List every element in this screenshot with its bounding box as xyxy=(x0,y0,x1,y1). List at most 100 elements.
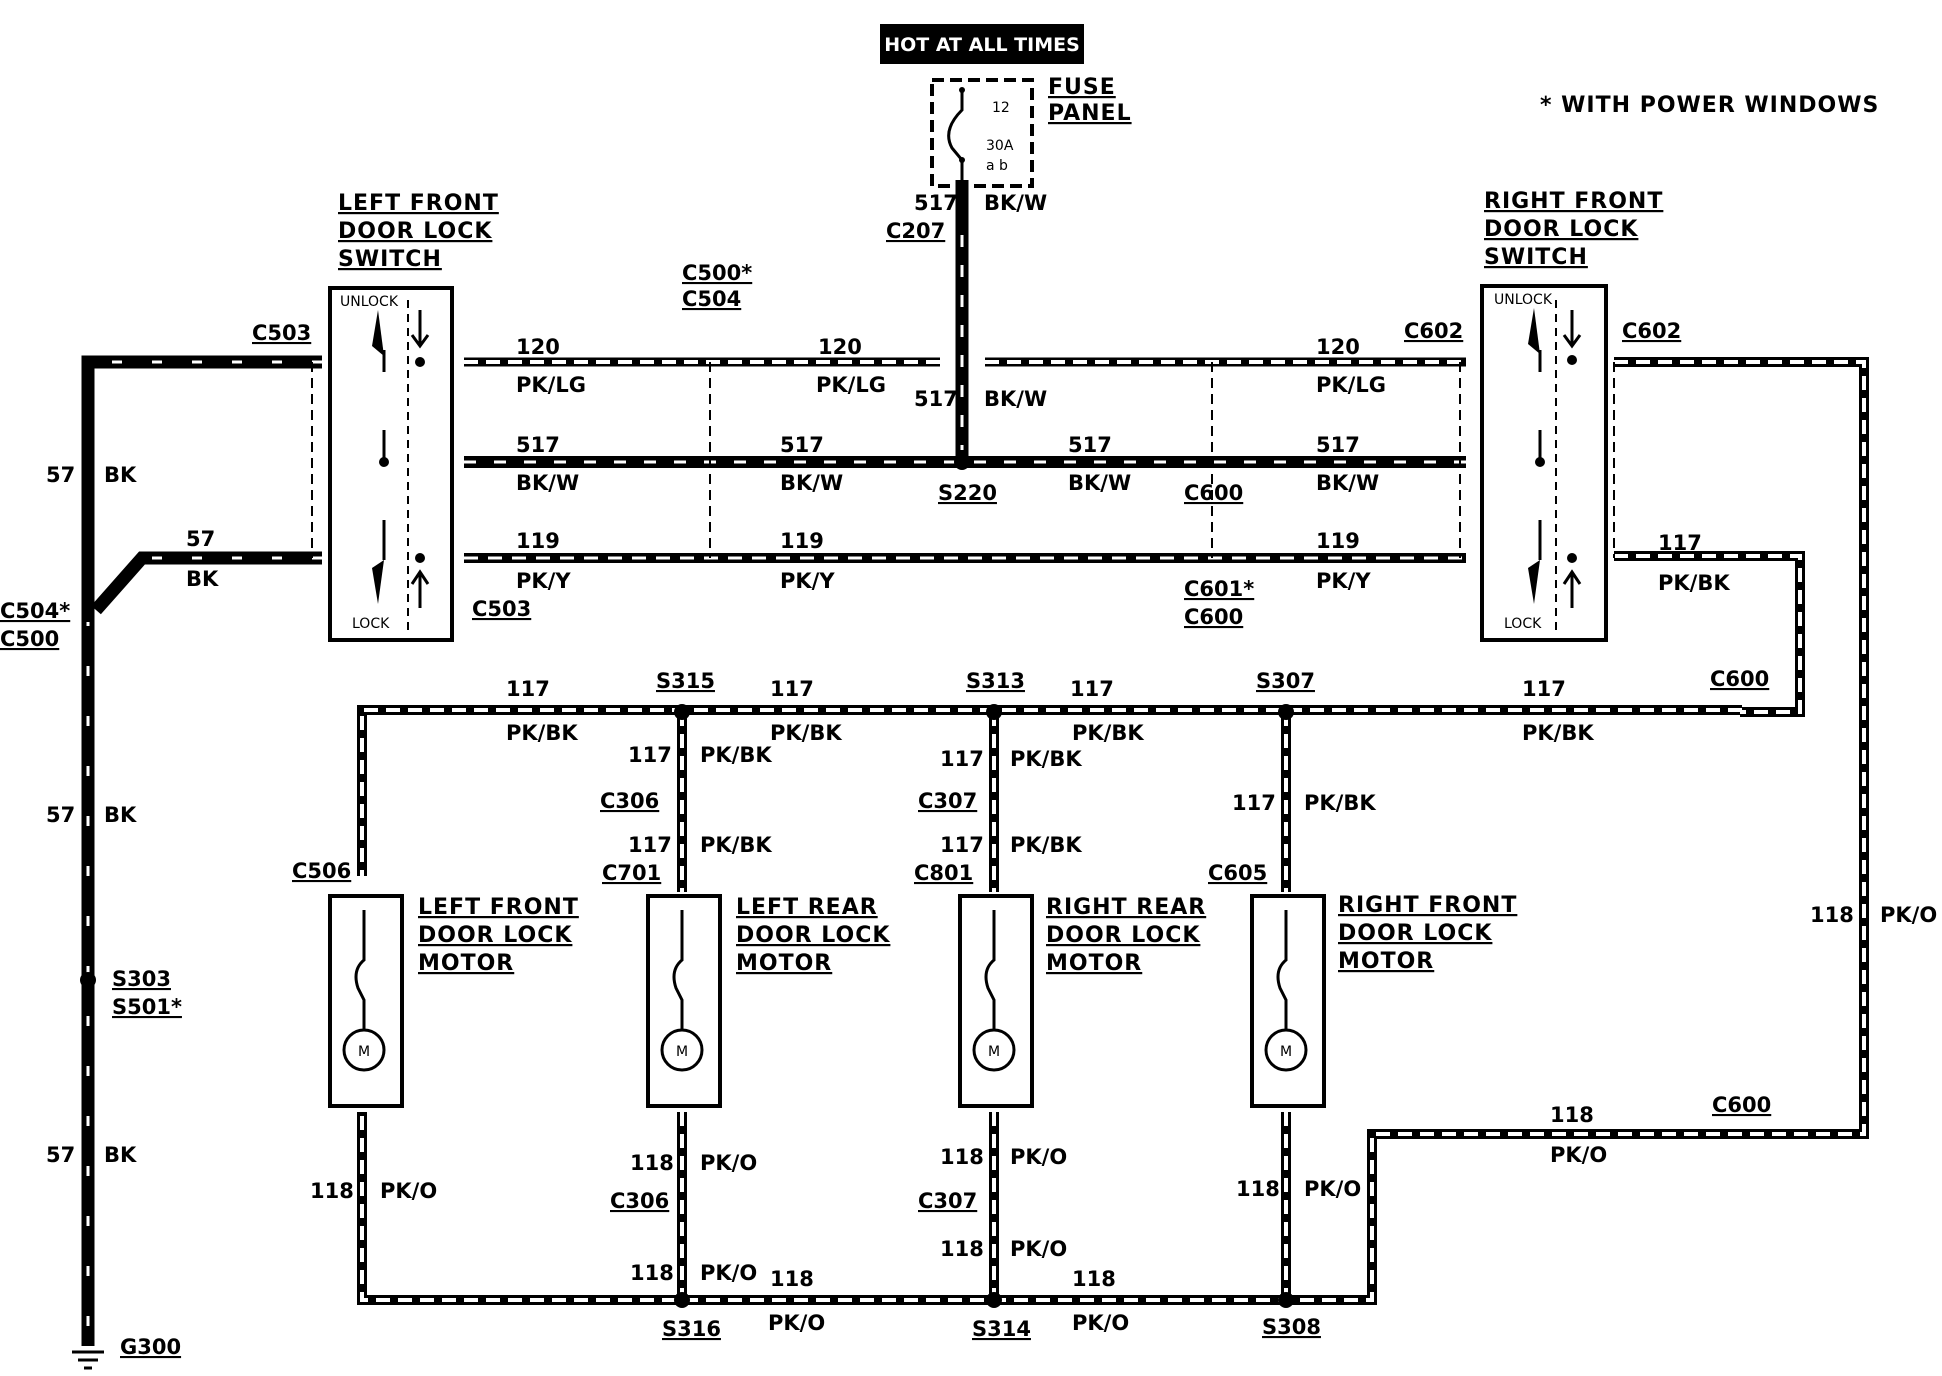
lf-switch-unlock: UNLOCK xyxy=(340,294,399,310)
wire-57-label: 57 xyxy=(46,463,75,487)
wire-119-label: 119 xyxy=(516,529,560,553)
wire-57-label: 57 xyxy=(46,803,75,827)
wire-57-label: 57 xyxy=(46,1143,75,1167)
lf-motor-title-3: MOTOR xyxy=(418,951,514,976)
wire-120-color: PK/LG xyxy=(816,373,886,397)
lr-motor-title-2: DOOR LOCK xyxy=(736,923,890,948)
wire-118-color: PK/O xyxy=(1880,903,1937,927)
wire-118-label: 118 xyxy=(630,1151,674,1175)
rf-motor-title-1: RIGHT FRONT xyxy=(1338,893,1517,918)
wire-119-color: PK/Y xyxy=(516,569,571,593)
wire-118-label: 118 xyxy=(1236,1177,1280,1201)
splice-s307: S307 xyxy=(1256,669,1315,693)
wire-117-color: PK/BK xyxy=(1072,721,1144,745)
motor-icon xyxy=(1264,1028,1308,1072)
connector-c600-bottom: C600 xyxy=(1712,1093,1771,1117)
lf-switch-title-1: LEFT FRONT xyxy=(338,191,499,216)
lf-switch-title-2: DOOR LOCK xyxy=(338,219,492,244)
splice-s315: S315 xyxy=(656,669,715,693)
wire-517-color: BK/W xyxy=(516,471,579,495)
wire-517-label: 517 xyxy=(1316,433,1360,457)
fuse-icon xyxy=(947,88,964,180)
fuse-label-2: PANEL xyxy=(1048,101,1132,126)
splice-s220: S220 xyxy=(938,481,997,505)
wire-117-label: 117 xyxy=(1070,677,1114,701)
switch-contact-icon xyxy=(1528,308,1540,354)
connector-c306-top: C306 xyxy=(600,789,659,813)
connector-c500-star: C500* xyxy=(682,261,752,285)
wire-117-label: 117 xyxy=(628,743,672,767)
splice-s316: S316 xyxy=(662,1317,721,1341)
wire-117-label: 117 xyxy=(940,747,984,771)
connector-c207: C207 xyxy=(886,219,945,243)
fuse-label-1: FUSE xyxy=(1048,75,1116,100)
fuse-panel: 12 30A a b xyxy=(930,78,1034,188)
motor-symbol: M xyxy=(358,1044,370,1060)
splice-s313: S313 xyxy=(966,669,1025,693)
wire-118-color: PK/O xyxy=(768,1311,825,1335)
connector-c801: C801 xyxy=(914,861,973,885)
connector-c307-bottom: C307 xyxy=(918,1189,977,1213)
wire-119-label: 119 xyxy=(1316,529,1360,553)
wire-117-label: 117 xyxy=(506,677,550,701)
wire-120-color: PK/LG xyxy=(1316,373,1386,397)
hot-at-all-times-label: HOT AT ALL TIMES xyxy=(884,34,1080,56)
wire-118-label: 118 xyxy=(1550,1103,1594,1127)
connector-c701: C701 xyxy=(602,861,661,885)
splice-dots xyxy=(80,454,1294,1308)
fuse-number: 12 xyxy=(992,100,1010,116)
wire-517-label: 517 xyxy=(780,433,824,457)
wire-117-color: PK/BK xyxy=(1522,721,1594,745)
wire-117-label: 117 xyxy=(940,833,984,857)
connector-c503-bottom: C503 xyxy=(472,597,531,621)
wire-517-mid-color: BK/W xyxy=(984,387,1047,411)
arrow-up-icon xyxy=(1562,569,1582,608)
splice-s308: S308 xyxy=(1262,1315,1321,1339)
left-front-switch: UNLOCK LOCK xyxy=(328,286,454,642)
connector-c605: C605 xyxy=(1208,861,1267,885)
connector-c602-right: C602 xyxy=(1622,319,1681,343)
connector-c600-mid2: C600 xyxy=(1184,605,1243,629)
lf-motor-title-1: LEFT FRONT xyxy=(418,895,579,920)
wire-517-color: BK/W xyxy=(780,471,843,495)
ground-icon xyxy=(72,1350,104,1370)
wire-118-label: 118 xyxy=(1072,1267,1116,1291)
wire-57-label: 57 xyxy=(186,527,215,551)
splice-s314: S314 xyxy=(972,1317,1031,1341)
wire-57-bk xyxy=(81,355,322,1346)
wire-120-label: 120 xyxy=(516,335,560,359)
lr-motor: M xyxy=(646,894,722,1108)
wire-117-color: PK/BK xyxy=(770,721,842,745)
connector-c504: C504 xyxy=(682,287,741,311)
right-front-switch: UNLOCK LOCK xyxy=(1480,284,1608,642)
wire-517-color: BK/W xyxy=(1316,471,1379,495)
wire-118-label: 118 xyxy=(940,1237,984,1261)
wire-120-label: 120 xyxy=(1316,335,1360,359)
wire-118-label: 118 xyxy=(310,1179,354,1203)
arrow-down-icon xyxy=(410,310,430,349)
wire-118-color: PK/O xyxy=(700,1151,757,1175)
lf-switch-lock: LOCK xyxy=(352,616,390,632)
power-windows-note: * WITH POWER WINDOWS xyxy=(1540,93,1879,118)
rf-motor-title-3: MOTOR xyxy=(1338,949,1434,974)
rf-motor-title-2: DOOR LOCK xyxy=(1338,921,1492,946)
wire-517-label: 517 xyxy=(516,433,560,457)
connector-c307-top: C307 xyxy=(918,789,977,813)
wire-118-label: 118 xyxy=(940,1145,984,1169)
rr-motor: M xyxy=(958,894,1034,1108)
wire-117-label: 117 xyxy=(1522,677,1566,701)
rf-switch-title-3: SWITCH xyxy=(1484,245,1588,270)
connector-c601-star: C601* xyxy=(1184,577,1254,601)
wire-57-color: BK xyxy=(186,567,219,591)
wire-517-top-color: BK/W xyxy=(984,191,1047,215)
motor-icon xyxy=(342,1028,386,1072)
hot-at-all-times-box: HOT AT ALL TIMES xyxy=(880,24,1084,64)
wire-118-label: 118 xyxy=(630,1261,674,1285)
rf-motor: M xyxy=(1250,894,1326,1108)
wire-118-label: 118 xyxy=(1810,903,1854,927)
ground-g300: G300 xyxy=(120,1335,181,1359)
rr-motor-title-3: MOTOR xyxy=(1046,951,1142,976)
motor-icon xyxy=(972,1028,1016,1072)
wire-117-color: PK/BK xyxy=(1010,747,1082,771)
